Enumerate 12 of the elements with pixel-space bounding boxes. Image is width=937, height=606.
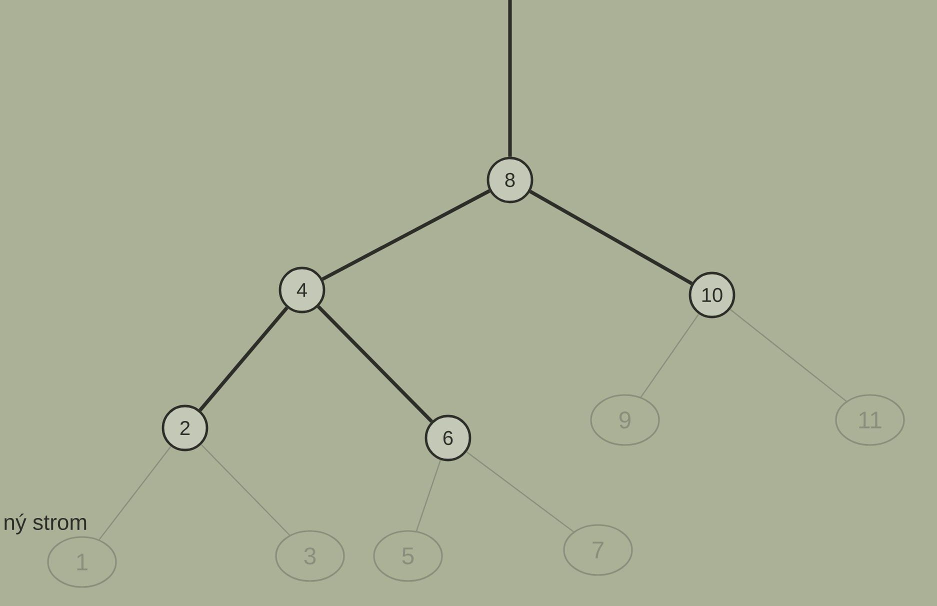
tree-edge: [198, 306, 288, 412]
tree-edge: [322, 189, 490, 281]
tree-edge: [317, 305, 433, 423]
tree-edge: [98, 446, 172, 540]
tree-edge: [730, 308, 847, 402]
tree-edge: [529, 190, 693, 286]
tree-edge: [640, 314, 700, 398]
caption-text: ný strom: [4, 514, 86, 534]
tree-edge: [508, 0, 512, 157]
tree-edge: [466, 451, 574, 532]
tree-edge: [200, 444, 290, 536]
tree-edge: [416, 460, 442, 532]
